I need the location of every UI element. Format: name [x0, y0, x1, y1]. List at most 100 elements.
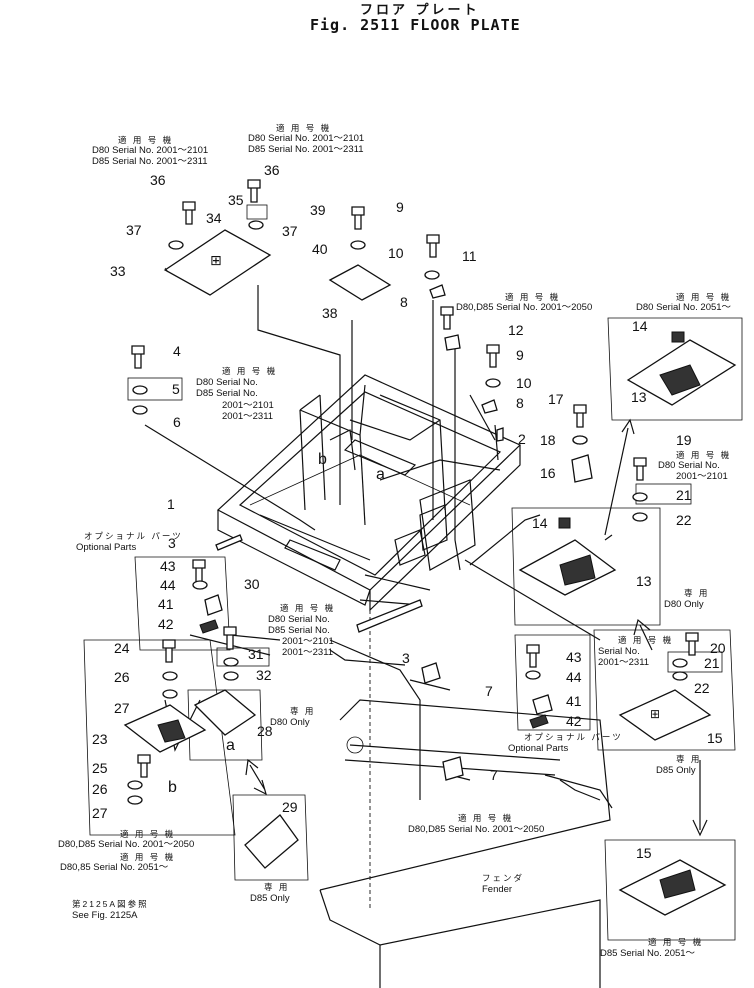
note-see: See Fig. 2125A — [72, 910, 138, 921]
callout-11: 11 — [462, 248, 477, 264]
plate-28 — [193, 689, 257, 736]
callout-25: 25 — [92, 760, 108, 776]
note-opt-jp: オプショナル パーツ — [84, 531, 183, 541]
callout-2: 2 — [518, 431, 526, 447]
callout-7a: 7 — [485, 683, 493, 699]
callout-18: 18 — [540, 432, 556, 448]
title-japanese: フロア プレート — [360, 3, 480, 18]
note-tc-jp: 適 用 号 機 — [276, 123, 332, 133]
note-d80only: D80 Only — [664, 599, 704, 610]
plate-38 — [328, 264, 392, 301]
plate-29 — [244, 814, 299, 869]
note-c31-1: D80 Serial No. — [268, 614, 330, 625]
note-r19-1: D80 Serial No. — [658, 460, 720, 471]
callout-37a: 37 — [126, 222, 142, 238]
note-mid-jp: 適 用 号 機 — [505, 292, 561, 302]
fender-housing — [319, 639, 613, 988]
leader-lines — [144, 285, 601, 910]
note-c31-2: D85 Serial No. — [268, 625, 330, 636]
callout-14b: 14 — [532, 515, 548, 531]
callout-22a: 22 — [676, 512, 692, 528]
callout-8b: 8 — [516, 395, 524, 411]
note-c31-3: 2001～2101 — [282, 636, 334, 647]
note-bl-jp2: 適 用 号 機 — [120, 852, 176, 862]
note-r21-1: Serial No. — [598, 646, 640, 657]
callout-41b: 41 — [566, 693, 582, 709]
small-hardware — [199, 284, 685, 781]
callout-3b: 3 — [402, 650, 410, 666]
note-tc-1: D80 Serial No. 2001～2101 — [248, 133, 365, 144]
callout-1: 1 — [167, 496, 175, 512]
callout-9b: 9 — [516, 347, 524, 363]
note-fender: Fender — [482, 884, 513, 895]
callout-10b: 10 — [516, 375, 532, 391]
callout-35: 35 — [228, 192, 244, 208]
callout-27b: 27 — [92, 805, 108, 821]
callout-23: 23 — [92, 731, 108, 747]
note-bl-1: D80,D85 Serial No. 2001～2050 — [58, 839, 195, 850]
callout-21b: 21 — [704, 655, 720, 671]
note-bl-2: D80,85 Serial No. 2051～ — [60, 862, 169, 873]
note-opt2-en: Optional Parts — [508, 743, 569, 754]
letter-a-detail: a — [226, 737, 235, 754]
letter-a-main: a — [376, 466, 385, 483]
note-r19-jp: 適 用 号 機 — [676, 450, 732, 460]
callout-20: 20 — [710, 640, 726, 656]
letter-b-main: b — [318, 451, 327, 468]
note-r21-jp: 適 用 号 機 — [618, 635, 674, 645]
svg-text:⊞: ⊞ — [650, 707, 660, 721]
plate-33: ⊞ — [163, 229, 272, 296]
note-l5-3: 2001～2101 — [222, 400, 274, 411]
note-bc-jp: 適 用 号 機 — [458, 813, 514, 823]
plate-23 — [123, 704, 207, 753]
note-l5-jp: 適 用 号 機 — [222, 366, 278, 376]
note-r19-2: 2001～2101 — [676, 471, 728, 482]
note-opt2-jp: オプショナル パーツ — [524, 732, 623, 742]
callout-28: 28 — [257, 723, 273, 739]
callout-15b: 15 — [636, 845, 652, 861]
callout-24: 24 — [114, 640, 130, 656]
note-mid-1: D80,D85 Serial No. 2001～2050 — [456, 302, 593, 313]
svg-text:⊞: ⊞ — [210, 253, 222, 269]
note-c31-4: 2001～2311 — [282, 647, 334, 658]
callout-16: 16 — [540, 465, 556, 481]
callout-44a: 44 — [160, 577, 176, 593]
callout-41a: 41 — [158, 596, 174, 612]
arrows — [245, 418, 708, 837]
callout-5: 5 — [172, 381, 180, 397]
note-c28-jp: 専 用 — [290, 706, 316, 716]
note-l5-1: D80 Serial No. — [196, 377, 258, 388]
note-fender-jp: フェンダ — [482, 873, 525, 883]
callout-17: 17 — [548, 391, 564, 407]
callout-26a: 26 — [114, 669, 130, 685]
note-br-jp: 適 用 号 機 — [648, 937, 704, 947]
title-english: Fig. 2511 FLOOR PLATE — [310, 16, 521, 34]
callout-42b: 42 — [566, 713, 582, 729]
callout-36a: 36 — [150, 172, 166, 188]
note-tl-2: D85 Serial No. 2001～2311 — [92, 156, 208, 167]
callout-32: 32 — [256, 667, 272, 683]
note-br-1: D85 Serial No. 2051～ — [600, 948, 696, 959]
note-c28: D80 Only — [270, 717, 310, 728]
callout-8a: 8 — [400, 294, 408, 310]
callout-6: 6 — [173, 414, 181, 430]
note-c31-jp: 適 用 号 機 — [280, 603, 336, 613]
callout-13b: 13 — [636, 573, 652, 589]
callout-9a: 9 — [396, 199, 404, 215]
callout-14a: 14 — [632, 318, 648, 334]
note-see-jp: 第2125A図参照 — [72, 899, 149, 909]
callout-34: 34 — [206, 210, 222, 226]
callout-12: 12 — [508, 322, 524, 338]
callout-37b: 37 — [282, 223, 298, 239]
note-tr-jp: 適 用 号 機 — [676, 292, 732, 302]
callout-15a: 15 — [707, 730, 723, 746]
callout-30: 30 — [244, 576, 260, 592]
callout-3a: 3 — [168, 535, 176, 551]
main-frame — [216, 374, 522, 612]
group-boxes — [83, 204, 743, 941]
plate-15-bottom — [618, 859, 727, 916]
note-opt-en: Optional Parts — [76, 542, 137, 553]
callout-42a: 42 — [158, 616, 174, 632]
callout-22b: 22 — [694, 680, 710, 696]
note-l5-2: D85 Serial No. — [196, 388, 258, 399]
